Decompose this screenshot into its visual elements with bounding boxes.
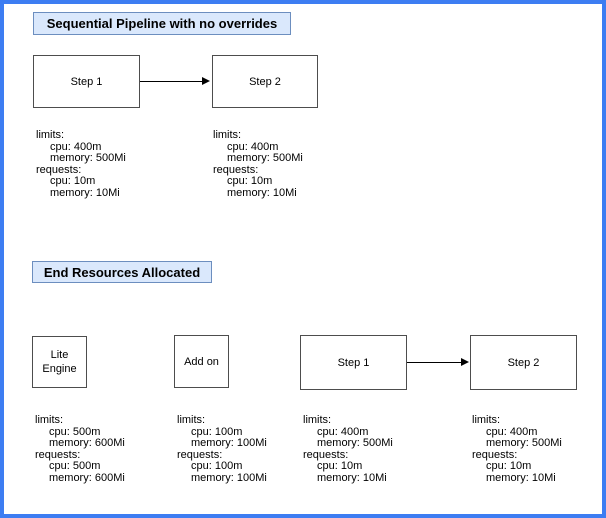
resource-line: limits: bbox=[35, 414, 64, 426]
resource-line: memory: 500Mi bbox=[227, 152, 303, 165]
resource-line: requests: bbox=[35, 448, 81, 461]
resource-line: memory: 10Mi bbox=[486, 471, 556, 484]
resource-line: memory: 100Mi bbox=[191, 471, 267, 484]
node-label: Lite Engine bbox=[42, 349, 77, 375]
node-label: Step 2 bbox=[249, 75, 281, 88]
resource-line: memory: 100Mi bbox=[191, 437, 267, 450]
resource-line: cpu: 400m bbox=[50, 140, 102, 153]
resource-block-add-on: limits: cpu: 100m memory: 100Mi requests… bbox=[177, 414, 267, 485]
resource-line: memory: 500Mi bbox=[317, 437, 393, 450]
node-label: Step 2 bbox=[507, 356, 540, 369]
connector-arrow-bottom bbox=[407, 358, 469, 367]
resource-line: memory: 600Mi bbox=[49, 471, 125, 484]
resource-line: requests: bbox=[177, 448, 223, 461]
resource-line: requests: bbox=[472, 448, 518, 461]
resource-block-lite-engine: limits: cpu: 500m memory: 600Mi requests… bbox=[35, 414, 125, 485]
resource-line: limits: bbox=[213, 129, 242, 141]
resource-block-step2-bottom: limits: cpu: 400m memory: 500Mi requests… bbox=[472, 414, 562, 485]
resource-line: cpu: 10m bbox=[227, 175, 273, 188]
resource-line: cpu: 100m bbox=[191, 460, 243, 473]
resource-line: cpu: 100m bbox=[191, 425, 243, 438]
resource-block-step1-top: limits: cpu: 400m memory: 500Mi requests… bbox=[36, 129, 126, 200]
node-step2-top: Step 2 bbox=[212, 55, 318, 108]
node-step2-bottom: Step 2 bbox=[470, 335, 577, 390]
resource-line: limits: bbox=[36, 129, 65, 141]
node-lite-engine: Lite Engine bbox=[32, 336, 87, 388]
node-step1-top: Step 1 bbox=[33, 55, 140, 108]
resource-line: memory: 500Mi bbox=[486, 437, 562, 450]
resource-line: memory: 10Mi bbox=[227, 186, 297, 199]
resource-line: cpu: 10m bbox=[486, 460, 532, 473]
node-add-on: Add on bbox=[174, 335, 229, 388]
resource-line: requests: bbox=[36, 163, 82, 176]
resource-line: cpu: 10m bbox=[317, 460, 363, 473]
resource-line: limits: bbox=[303, 414, 332, 426]
node-label: Add on bbox=[184, 355, 219, 368]
node-step1-bottom: Step 1 bbox=[300, 335, 407, 390]
resource-line: cpu: 500m bbox=[49, 425, 101, 438]
resource-line: memory: 600Mi bbox=[49, 437, 125, 450]
node-label: Step 1 bbox=[337, 356, 370, 369]
arrow-head-icon bbox=[202, 77, 210, 85]
node-label: Step 1 bbox=[70, 75, 103, 88]
arrow-shaft bbox=[407, 362, 462, 363]
resource-line: requests: bbox=[303, 448, 349, 461]
resource-line: cpu: 400m bbox=[227, 140, 279, 153]
section-title-sequential-pipeline: Sequential Pipeline with no overrides bbox=[33, 12, 291, 35]
resource-line: cpu: 400m bbox=[486, 425, 538, 438]
resource-block-step2-top: limits: cpu: 400m memory: 500Mi requests… bbox=[213, 129, 303, 200]
resource-line: cpu: 500m bbox=[49, 460, 101, 473]
resource-line: memory: 10Mi bbox=[50, 186, 120, 199]
resource-line: requests: bbox=[213, 163, 259, 176]
connector-arrow-top bbox=[140, 77, 210, 86]
resource-line: limits: bbox=[177, 414, 206, 426]
resource-line: cpu: 10m bbox=[50, 175, 96, 188]
arrow-shaft bbox=[140, 81, 203, 82]
arrow-head-icon bbox=[461, 358, 469, 366]
section-title-end-resources: End Resources Allocated bbox=[32, 261, 212, 283]
resource-block-step1-bottom: limits: cpu: 400m memory: 500Mi requests… bbox=[303, 414, 393, 485]
resource-line: limits: bbox=[472, 414, 501, 426]
resource-line: memory: 10Mi bbox=[317, 471, 387, 484]
resource-line: memory: 500Mi bbox=[50, 152, 126, 165]
resource-line: cpu: 400m bbox=[317, 425, 369, 438]
